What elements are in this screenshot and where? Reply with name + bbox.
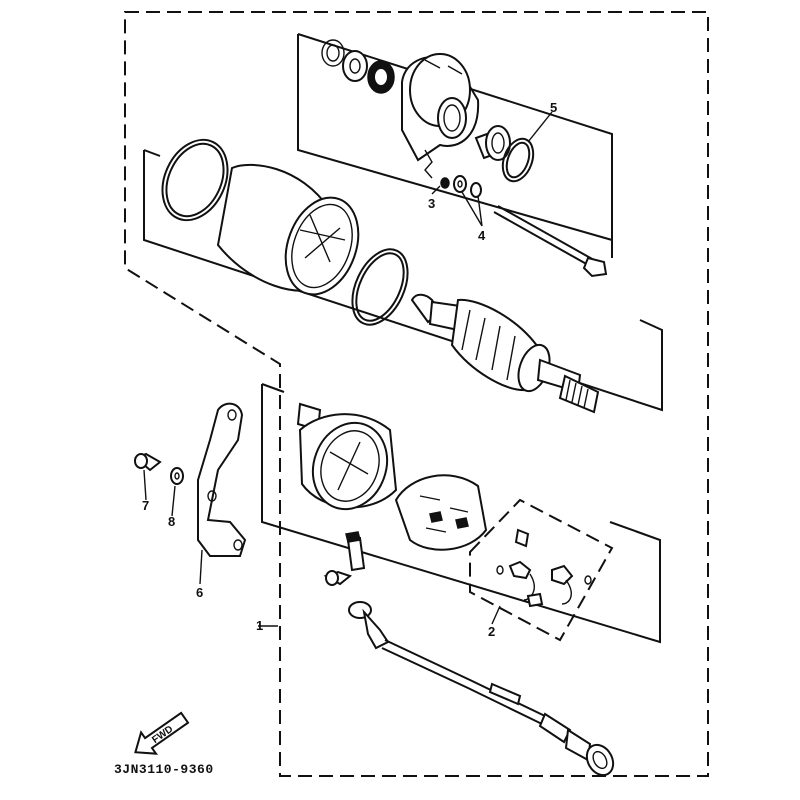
bracket-parts [134, 402, 247, 557]
callout-4: 4 [478, 228, 486, 243]
front-cover-parts [321, 39, 535, 198]
part-code: 3JN3110-9360 [114, 762, 214, 777]
front-cover-group-outline [297, 33, 613, 258]
yoke-parts [161, 138, 409, 326]
callout-labels: 5 3 4 1 2 6 7 8 [142, 100, 557, 639]
callout-7: 7 [142, 498, 149, 513]
terminal-and-cable [323, 531, 615, 777]
through-bolt [493, 205, 608, 278]
fwd-arrow-icon: FWD [134, 711, 190, 755]
leader-lines [143, 111, 553, 627]
callout-1: 1 [256, 618, 263, 633]
brush-set-box [469, 498, 614, 642]
callout-2: 2 [488, 624, 495, 639]
callout-8: 8 [168, 514, 175, 529]
yoke-group-outline [143, 149, 663, 412]
rear-cover-group-outline [261, 383, 661, 644]
assembly-boundary [124, 11, 709, 777]
callout-6: 6 [196, 585, 203, 600]
armature [410, 293, 600, 414]
rear-cover-parts [296, 402, 488, 551]
callout-5: 5 [550, 100, 557, 115]
callout-3: 3 [428, 196, 435, 211]
